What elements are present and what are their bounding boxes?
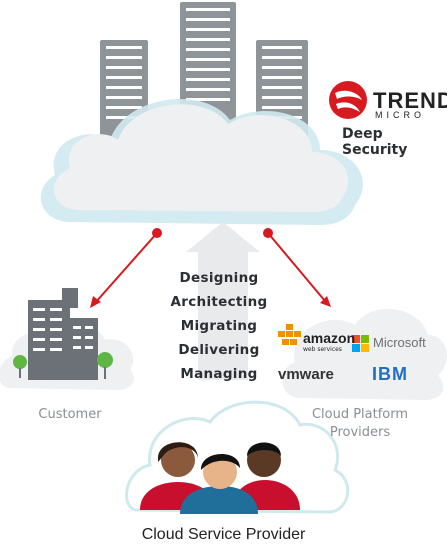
step-item: Delivering xyxy=(178,342,260,358)
microsoft-logo-text: Microsoft xyxy=(373,335,426,350)
trend-micro-logo-icon xyxy=(329,81,367,119)
arrow-to-customer xyxy=(90,228,162,308)
person-center-icon xyxy=(180,453,258,514)
amazon-logo-text: amazon xyxy=(303,330,356,346)
amazon-sub-text: web services xyxy=(303,346,342,353)
cloud-service-provider-label: Cloud Service Provider xyxy=(141,526,306,543)
step-item: Architecting xyxy=(170,294,268,310)
brand-subname: MICRO xyxy=(375,110,425,120)
vmware-logo-text: vmware xyxy=(278,366,334,383)
step-item: Migrating xyxy=(180,318,258,334)
main-cloud xyxy=(40,98,363,225)
step-item: Managing xyxy=(180,366,258,382)
brand-name: TREND xyxy=(373,88,447,113)
cloud-platform-cloud xyxy=(282,308,447,400)
aws-icon xyxy=(278,324,301,345)
cloud-platform-label-line2: Providers xyxy=(329,425,391,440)
up-arrow xyxy=(186,222,260,380)
microsoft-icon xyxy=(352,335,369,352)
tree-icon xyxy=(13,352,113,379)
customer-label: Customer xyxy=(38,407,102,422)
arrow-to-cloud-platform xyxy=(263,228,331,307)
steps-list: Designing Architecting Migrating Deliver… xyxy=(160,266,278,386)
building-icon xyxy=(28,288,98,380)
cloud-platform-label-line1: Cloud Platform xyxy=(311,407,409,422)
ibm-logo-text: IBM xyxy=(372,364,408,384)
person-right-icon xyxy=(232,442,300,510)
step-item: Designing xyxy=(179,270,259,286)
product-name: Deep Security xyxy=(342,126,408,158)
